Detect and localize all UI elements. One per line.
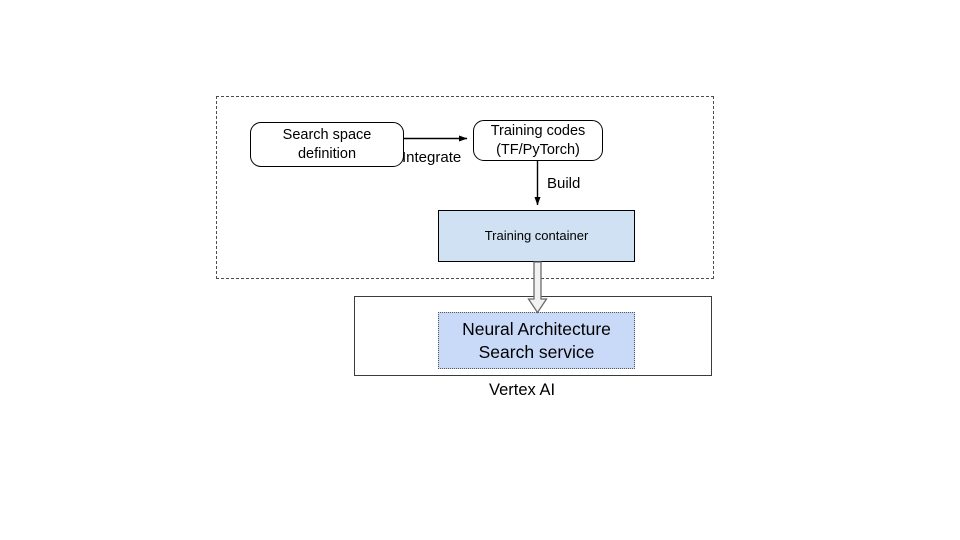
node-training-container[interactable]: Training container bbox=[438, 210, 635, 262]
node-training-codes[interactable]: Training codes (TF/PyTorch) bbox=[473, 120, 603, 161]
node-neural-architecture-search-service[interactable]: Neural Architecture Search service bbox=[438, 312, 635, 369]
edge-label-integrate: Integrate bbox=[402, 149, 462, 166]
group-build-environment bbox=[216, 96, 714, 279]
node-search-space-definition[interactable]: Search space definition bbox=[250, 122, 404, 167]
vertex-ai-caption: Vertex AI bbox=[489, 381, 556, 399]
edge-label-build: Build bbox=[547, 175, 581, 192]
